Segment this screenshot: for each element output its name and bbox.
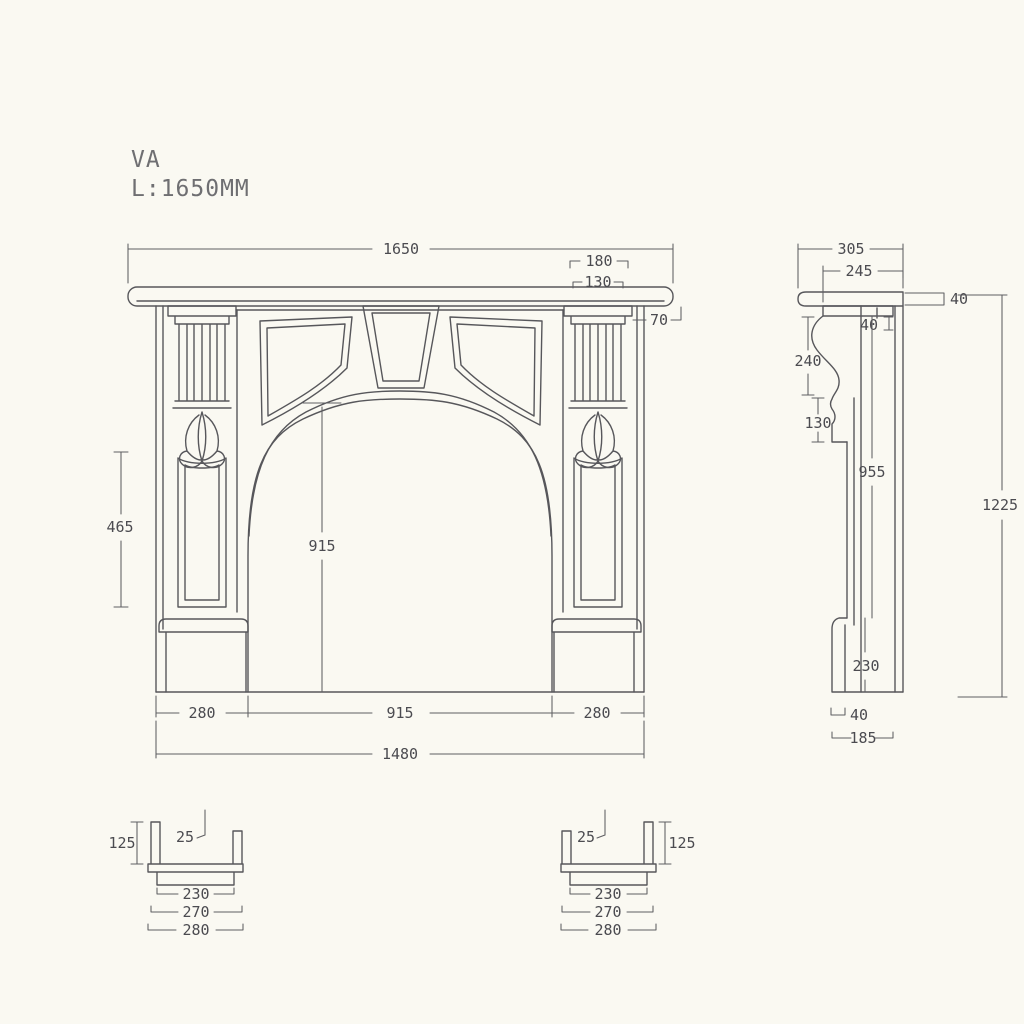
dim-text-230-left: 230 [182,885,209,903]
archivolt-line [248,390,552,537]
dim-section-left-widths: 230 270 280 [147,885,244,939]
dim-text-125-right: 125 [668,834,695,852]
dim-top-batten: 40 [860,316,894,334]
section-left-outline [147,821,244,886]
side-corbel-profile [811,315,848,443]
dim-text-1225: 1225 [982,496,1018,514]
dim-section-right-height: 125 [658,821,696,865]
dim-corbel-drop: 130 [804,397,832,443]
dim-text-230-right: 230 [594,885,621,903]
dim-text-280-left: 280 [182,921,209,939]
arch-opening [247,398,553,693]
plinth-section-left: 125 25 230 270 280 [108,809,244,939]
dim-front-bottom-widths: 280 915 280 1480 [155,695,645,763]
dim-text-245: 245 [845,262,872,280]
dim-text-70: 70 [650,311,668,329]
right-shell-ornament [574,411,622,469]
dim-body-depth: 245 [822,262,904,303]
side-plinth [831,617,904,693]
front-elevation [127,286,674,693]
dim-plinth-depth: 185 [831,729,894,747]
dim-text-915-vertical: 915 [308,537,335,555]
side-shelf [797,291,904,307]
dim-front-overall-width: 1650 [127,240,674,284]
dim-plinth-height: 230 [852,617,880,693]
right-plinth [551,618,642,693]
section-left-leader [196,809,206,839]
side-under-shelf-band [822,305,894,317]
left-pilaster [155,305,238,693]
model-label: VA [131,147,161,173]
dim-text-130-side: 130 [804,414,831,432]
section-right-leader [596,809,606,839]
dim-text-270-left: 270 [182,903,209,921]
drawing-title: VA L:1650MM [131,147,250,202]
right-spandrel-panel [449,316,543,426]
dim-section-left-height: 125 [108,821,144,865]
left-leg-panel [177,457,227,608]
dim-section-right-widths: 230 270 280 [560,885,657,939]
section-right-outline [560,821,657,886]
dim-text-130: 130 [584,273,611,291]
dim-overall-height: 1225 [957,294,1018,698]
right-leg-panel [573,457,623,608]
dim-frieze-height: 70 [632,306,682,329]
dim-text-465: 465 [106,518,133,536]
dim-opening-height: 915 [302,402,342,693]
left-shell-ornament [178,411,226,469]
dim-text-305: 305 [837,240,864,258]
left-spandrel-panel [259,316,353,426]
dim-leg-panel-height: 465 [106,451,134,608]
dim-text-270-right: 270 [594,903,621,921]
dim-text-25-left: 25 [176,828,194,846]
dim-text-280-left: 280 [188,704,215,722]
dim-corbel-width: 180 [569,252,629,270]
dim-text-40-foot: 40 [850,706,868,724]
dim-text-915-opening: 915 [386,704,413,722]
side-section-view [797,291,904,693]
dim-leg-height: 955 [858,315,886,619]
dim-text-1650: 1650 [383,240,419,258]
dim-text-280-right: 280 [594,921,621,939]
dim-text-280-right: 280 [583,704,610,722]
dim-shelf-depth: 305 [797,240,904,289]
dim-text-1480: 1480 [382,745,418,763]
side-body-lines [846,305,904,693]
dim-text-185: 185 [849,729,876,747]
plinth-section-right: 25 125 230 270 280 [560,809,696,939]
dim-shelf-thickness: 40 [904,290,968,308]
dim-corbel-height: 240 [794,316,822,396]
dim-text-230-side: 230 [852,657,879,675]
length-label: L:1650MM [131,176,250,202]
left-plinth [158,618,249,693]
dim-text-40-shelf: 40 [950,290,968,308]
dim-text-125-left: 125 [108,834,135,852]
dim-foot-step: 40 [830,706,868,724]
dim-text-25-right: 25 [577,828,595,846]
dim-text-180: 180 [585,252,612,270]
keystone [362,305,440,389]
dim-text-240: 240 [794,352,821,370]
dim-corbel-flute-width: 130 [572,273,624,291]
dim-text-40-batten: 40 [860,316,878,334]
dim-text-955: 955 [858,463,885,481]
right-pilaster [562,305,645,693]
